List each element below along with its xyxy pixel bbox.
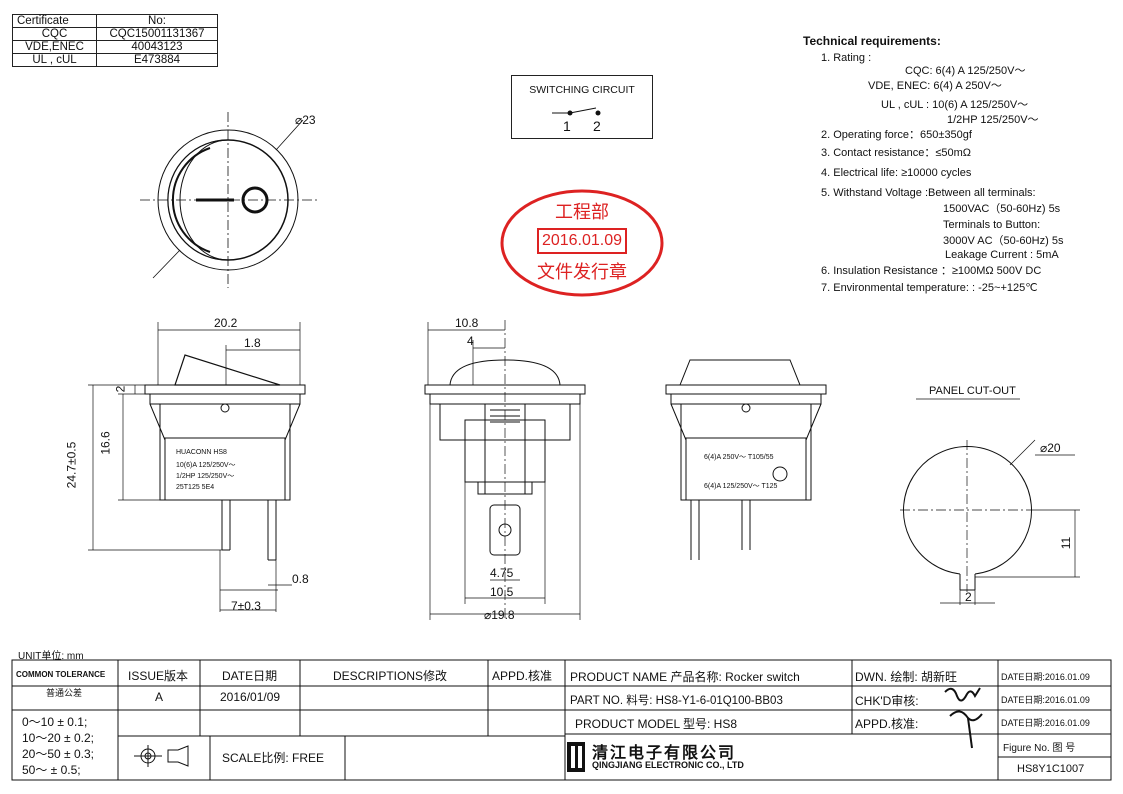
company-logo xyxy=(567,742,585,772)
tech-line: 1/2HP 125/250V～ xyxy=(947,114,1039,126)
panel-cutout-title: PANEL CUT-OUT xyxy=(929,385,1016,397)
tech-line: Terminals to Button: xyxy=(943,219,1041,231)
tech-line: 7. Environmental temperature: : -25~+125… xyxy=(821,282,1038,294)
tech-line: 3000V AC（50-60Hz) 5s xyxy=(943,235,1064,247)
tech-line: VDE, ENEC: 6(4) A 250V～ xyxy=(868,80,1002,92)
date-row: DATE日期:2016.01.09 xyxy=(1001,718,1090,728)
pin-2-label: 2 xyxy=(593,118,601,134)
dim-1-8: 1.8 xyxy=(244,336,261,350)
tech-line: 1500VAC（50-60Hz) 5s xyxy=(943,203,1061,215)
switching-circuit-box: SWITCHING CIRCUIT 1 2 xyxy=(511,75,653,139)
cert-row-name: UL , cUL xyxy=(12,53,97,67)
tech-line: CQC: 6(4) A 125/250V～ xyxy=(905,65,1026,77)
part-number: PART NO. 料号: HS8-Y1-6-01Q100-BB03 xyxy=(570,695,783,707)
tolerance-row: 10～20 ± 0.2; xyxy=(22,731,94,745)
dim-19-8: ⌀19.8 xyxy=(484,608,515,622)
stamp-dept: 工程部 xyxy=(555,202,609,223)
tolerance-row: 20～50 ± 0.3; xyxy=(22,747,94,761)
back-label-rating-1: 6(4)A 250V～ T105/55 xyxy=(704,454,774,461)
tech-line: 2. Operating force：650±350gf xyxy=(821,129,972,141)
date-value: 2016/01/09 xyxy=(220,690,281,704)
date-row: DATE日期:2016.01.09 xyxy=(1001,695,1090,705)
product-name: PRODUCT NAME 产品名称: Rocker switch xyxy=(570,670,800,684)
tolerance-row: 0～10 ± 0.1; xyxy=(22,715,88,729)
figure-no-header: Figure No. 图 号 xyxy=(1003,743,1076,754)
back-label-rating-2: 6(4)A 125/250V～ T125 xyxy=(704,483,778,490)
figure-number: HS8Y1C1007 xyxy=(1017,763,1085,775)
switching-circuit-title: SWITCHING CIRCUIT xyxy=(529,84,635,96)
top-view xyxy=(140,112,318,288)
dim-4-75: 4.75 xyxy=(490,566,514,580)
panel-cutout xyxy=(900,398,1080,605)
tolerance-row: 50～ ± 0.5; xyxy=(22,763,81,777)
side-label-brand: HUACONN HS8 xyxy=(176,449,227,456)
dim-20-2: 20.2 xyxy=(214,316,238,330)
date-header: DATE日期 xyxy=(222,669,278,683)
dim-2-panel: 2 xyxy=(965,590,972,604)
descriptions-header: DESCRIPTIONS修改 xyxy=(333,669,448,683)
side-view xyxy=(88,322,306,612)
checked-by: CHK'D审核: xyxy=(855,694,919,708)
tech-line: Leakage Current : 5mA xyxy=(945,249,1059,261)
projection-symbol xyxy=(134,745,189,767)
dim-10-5: 10.5 xyxy=(490,585,514,599)
side-label-rating: 10(6)A 125/250V～ xyxy=(176,462,236,469)
switching-symbol xyxy=(552,107,601,116)
dim-7: 7±0.3 xyxy=(231,599,261,613)
company-name-en: QINGJIANG ELECTRONIC CO., LTD xyxy=(592,760,744,770)
tech-line: 5. Withstand Voltage :Between all termin… xyxy=(821,187,1036,199)
common-tolerance-label: COMMON TOLERANCE xyxy=(16,670,106,679)
cert-row-name: VDE,ENEC xyxy=(12,40,97,54)
release-stamp: 工程部 2016.01.09 文件发行章 xyxy=(500,188,664,298)
tech-line: UL , cUL : 10(6) A 125/250V～ xyxy=(881,99,1029,111)
issue-header: ISSUE版本 xyxy=(128,669,189,683)
side-label-hp: 1/2HP 125/250V～ xyxy=(176,473,235,480)
scale-label: SCALE比例: FREE xyxy=(222,751,325,765)
stamp-date: 2016.01.09 xyxy=(541,232,623,249)
date-row: DATE日期:2016.01.09 xyxy=(1001,672,1090,682)
pin-1-label: 1 xyxy=(563,118,571,134)
tech-line: 4. Electrical life: ≥10000 cycles xyxy=(821,167,972,179)
company-name-cn: 清江电子有限公司 xyxy=(592,743,737,762)
dim-d23: ⌀23 xyxy=(295,113,316,127)
drawn-by: DWN. 绘制: 胡新旺 xyxy=(855,670,957,684)
common-tolerance-cn: 普通公差 xyxy=(46,688,83,698)
issue-value: A xyxy=(155,690,164,704)
product-model: PRODUCT MODEL 型号: HS8 xyxy=(575,717,738,731)
appd-header: APPD.核准 xyxy=(492,669,553,683)
signature-chkd xyxy=(944,687,983,749)
approved-by: APPD.核准: xyxy=(855,717,919,731)
certificate-table: Certificate No: CQC CQC15001131367 VDE,E… xyxy=(12,14,218,67)
technical-drawing xyxy=(88,112,1080,620)
dim-4: 4 xyxy=(467,334,474,348)
dim-0-8: 0.8 xyxy=(292,572,309,586)
cert-row-number: E473884 xyxy=(96,53,218,67)
tech-title: Technical requirements: xyxy=(803,34,941,48)
unit-label: UNIT单位: mm xyxy=(18,651,84,662)
back-view xyxy=(665,359,827,560)
stamp-release: 文件发行章 xyxy=(537,262,627,283)
tech-line: 1. Rating : xyxy=(821,52,872,64)
dim-d20: ⌀20 xyxy=(1040,441,1061,455)
tech-line: 6. Insulation Resistance ：≥100MΩ 500V DC xyxy=(821,265,1042,277)
dim-10-8: 10.8 xyxy=(455,316,479,330)
side-label-code: 25T125 5E4 xyxy=(176,484,215,491)
front-view xyxy=(424,320,586,620)
tech-line: 3. Contact resistance：≤50mΩ xyxy=(821,147,971,159)
